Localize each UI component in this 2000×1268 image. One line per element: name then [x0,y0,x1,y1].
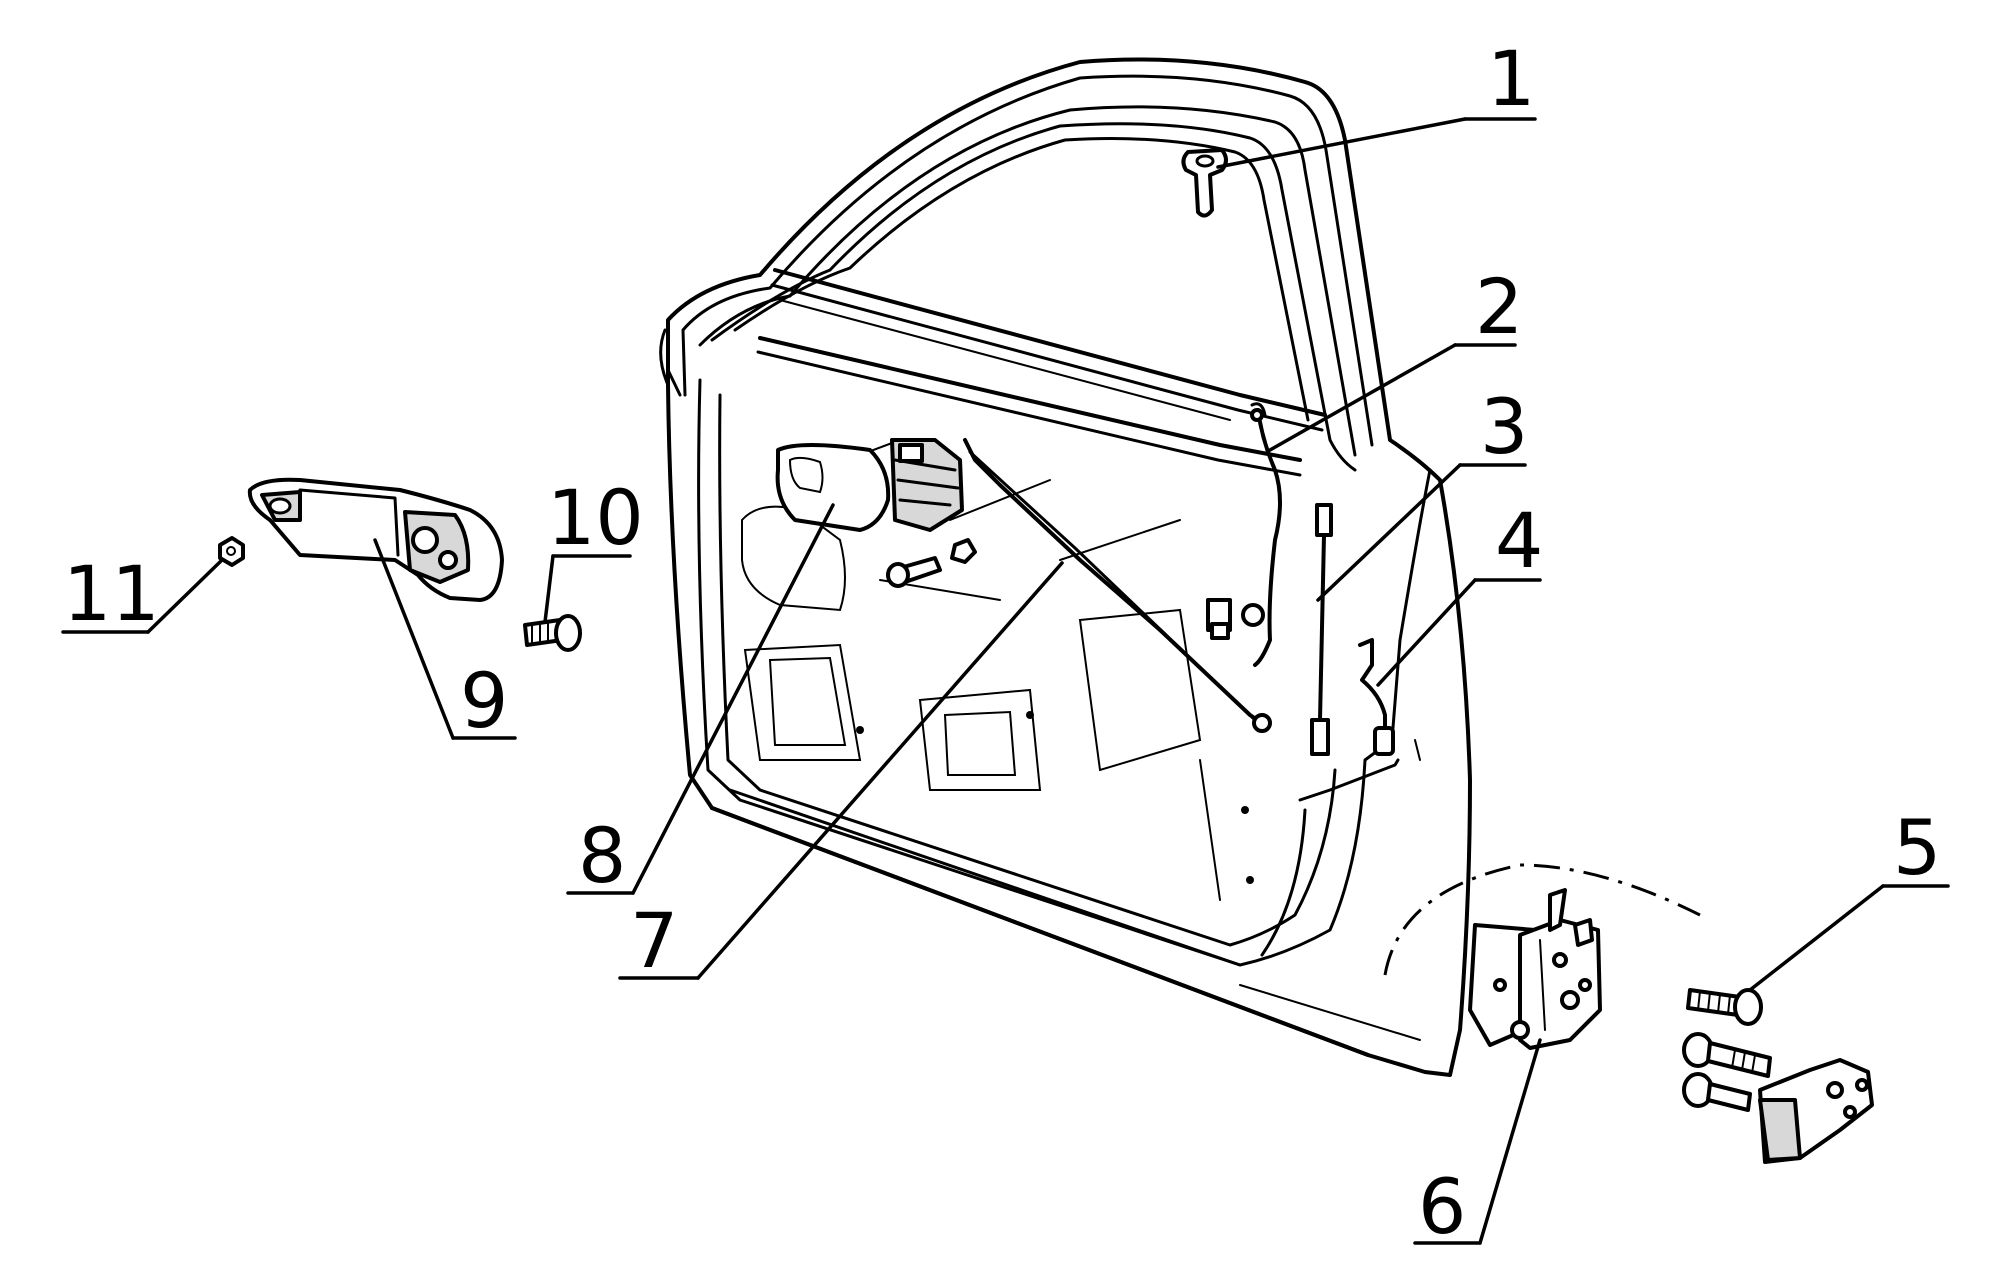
lock-block [1206,598,1265,640]
alignment-arc [1383,863,1701,976]
callout-4: 4 [1495,496,1543,585]
part-7-rod [963,438,1272,733]
part-6-lock [1468,888,1602,1050]
part-3-rod [1310,503,1333,756]
callout-6: 6 [1418,1162,1466,1251]
callout-1: 1 [1487,34,1535,123]
leader-lines [61,117,1950,1245]
part-4-rod [1358,638,1421,761]
part-10-bolt [523,614,582,652]
part-8-inner-handle [775,438,977,588]
part-1-clip [1181,148,1228,218]
callout-8: 8 [578,811,626,900]
part-11-nut [218,536,245,567]
part-5-bolts-striker [1682,988,1874,1164]
callout-9: 9 [460,656,508,745]
callout-10: 10 [547,473,644,562]
callout-3: 3 [1480,382,1528,471]
callout-5: 5 [1893,803,1941,892]
callout-2: 2 [1475,262,1523,351]
callout-labels: 1 2 3 4 5 6 7 8 9 10 11 [63,34,1941,1251]
door-shell [659,57,1472,1077]
callout-7: 7 [630,896,678,985]
callout-11: 11 [63,549,160,638]
part-2-rod [1250,402,1282,667]
part-9-outer-handle [247,477,504,602]
